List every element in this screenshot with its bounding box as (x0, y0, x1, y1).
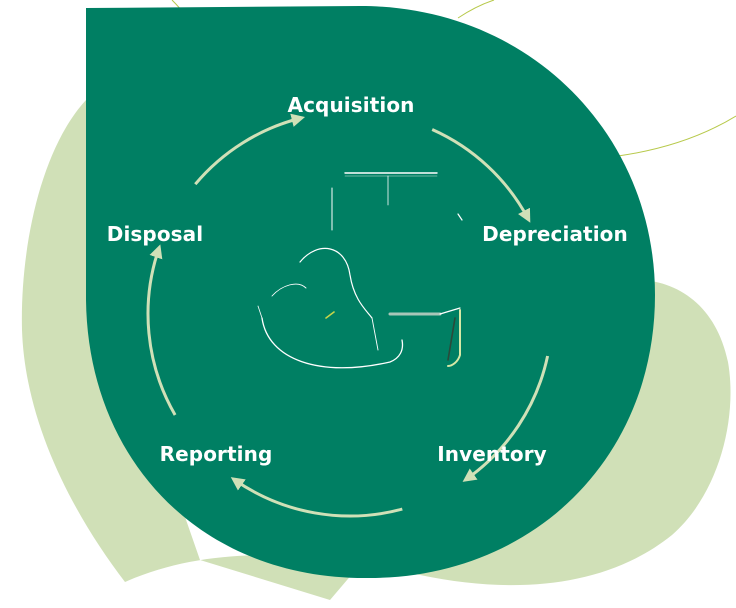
stage-label-inventory: Inventory (437, 442, 547, 466)
stage-label-reporting: Reporting (159, 442, 273, 466)
cycle-arrows (146, 113, 550, 518)
arrow-depreciation-to-inventory (462, 355, 550, 482)
arrow-reporting-to-disposal (146, 244, 177, 416)
loading-truck-icon (257, 172, 463, 369)
arrow-acquisition-to-depreciation (431, 128, 531, 223)
decorative-curve-top (457, 0, 495, 19)
stage-label-depreciation: Depreciation (482, 222, 628, 246)
stage-label-disposal: Disposal (106, 222, 204, 246)
arrow-disposal-to-acquisition (194, 113, 306, 186)
decorative-curve-right (617, 115, 736, 157)
main-blob (86, 6, 655, 579)
arrow-inventory-to-reporting (230, 477, 403, 518)
stage-label-acquisition: Acquisition (287, 93, 415, 117)
